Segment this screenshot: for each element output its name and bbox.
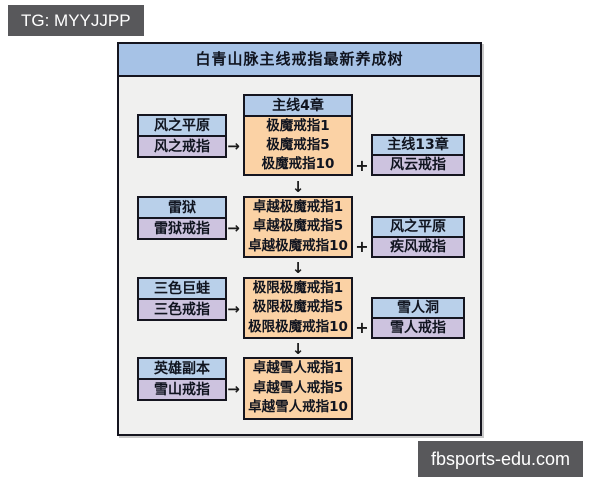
result-item: 极魔戒指10 <box>261 155 335 172</box>
down-arrow-icon: ↓ <box>291 259 305 277</box>
result-items: 极魔戒指1 极魔戒指5 极魔戒指10 <box>245 117 351 174</box>
location-cell: 雪人洞 <box>373 299 463 317</box>
down-arrow-icon: ↓ <box>291 340 305 358</box>
source-box-row2: 雷狱 雷狱戒指 <box>137 196 227 240</box>
result-items: 卓越雪人戒指1 卓越雪人戒指5 卓越雪人戒指10 <box>245 359 351 418</box>
source-box-row1: 风之平原 风之戒指 <box>137 114 227 158</box>
result-item: 极限极魔戒指1 <box>252 279 344 296</box>
result-item: 卓越雪人戒指10 <box>248 399 348 416</box>
ring-cell: 三色戒指 <box>139 298 225 319</box>
result-header-cell: 主线4章 <box>245 96 351 117</box>
extra-box-row2: 风之平原 疾风戒指 <box>371 216 465 258</box>
location-cell: 三色巨蛙 <box>139 279 225 298</box>
extra-box-row1: 主线13章 风云戒指 <box>371 134 465 176</box>
location-cell: 风之平原 <box>139 116 225 135</box>
result-items: 卓越极魔戒指1 卓越极魔戒指5 卓越极魔戒指10 <box>245 198 351 256</box>
location-cell: 主线13章 <box>373 136 463 154</box>
result-box-row4: 卓越雪人戒指1 卓越雪人戒指5 卓越雪人戒指10 <box>243 357 353 420</box>
result-box-row1: 主线4章 极魔戒指1 极魔戒指5 极魔戒指10 <box>243 94 353 176</box>
ring-cell: 雷狱戒指 <box>139 217 225 238</box>
result-item: 卓越极魔戒指5 <box>252 218 344 235</box>
ring-cell: 风云戒指 <box>373 154 463 174</box>
right-arrow-icon: → <box>227 219 240 237</box>
result-item: 卓越雪人戒指1 <box>252 360 344 377</box>
diagram-title: 白青山脉主线戒指最新养成树 <box>119 44 480 77</box>
extra-box-row3: 雪人洞 雪人戒指 <box>371 297 465 339</box>
plus-icon: + <box>355 237 369 256</box>
ring-cell: 雪人戒指 <box>373 317 463 337</box>
result-item: 卓越雪人戒指5 <box>252 379 344 396</box>
right-arrow-icon: → <box>227 300 240 318</box>
result-item: 极魔戒指1 <box>266 117 330 134</box>
plus-icon: + <box>355 318 369 337</box>
location-cell: 英雄副本 <box>139 359 225 378</box>
ring-cell: 疾风戒指 <box>373 236 463 256</box>
result-item: 极魔戒指5 <box>266 136 330 153</box>
plus-icon: + <box>355 156 369 175</box>
right-arrow-icon: → <box>227 380 240 398</box>
result-box-row2: 卓越极魔戒指1 卓越极魔戒指5 卓越极魔戒指10 <box>243 196 353 258</box>
right-arrow-icon: → <box>227 137 240 155</box>
location-cell: 雷狱 <box>139 198 225 217</box>
site-watermark-badge: fbsports-edu.com <box>417 441 583 477</box>
down-arrow-icon: ↓ <box>291 178 305 196</box>
result-item: 极限极魔戒指5 <box>252 299 344 316</box>
ring-cell: 雪山戒指 <box>139 378 225 399</box>
telegram-watermark-badge: TG: MYYJJPP <box>8 5 144 36</box>
result-item: 卓越极魔戒指1 <box>252 198 344 215</box>
ring-cell: 风之戒指 <box>139 135 225 156</box>
result-items: 极限极魔戒指1 极限极魔戒指5 极限极魔戒指10 <box>245 279 351 337</box>
source-box-row4: 英雄副本 雪山戒指 <box>137 357 227 401</box>
result-item: 极限极魔戒指10 <box>248 318 348 335</box>
result-item: 卓越极魔戒指10 <box>248 237 348 254</box>
result-box-row3: 极限极魔戒指1 极限极魔戒指5 极限极魔戒指10 <box>243 277 353 339</box>
source-box-row3: 三色巨蛙 三色戒指 <box>137 277 227 321</box>
location-cell: 风之平原 <box>373 218 463 236</box>
